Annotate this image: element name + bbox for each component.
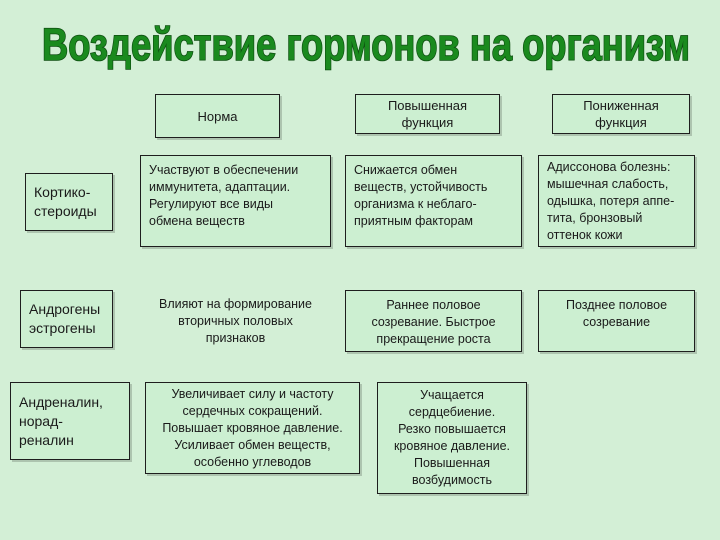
cell-text-line: Норма — [197, 108, 238, 124]
cell-text-line: оттенок кожи — [547, 227, 623, 242]
cell-corticosteroids-norm: Участвуют в обеспечении иммунитета, адапт… — [140, 155, 331, 247]
cell-text-line: Повышенная — [387, 98, 468, 113]
cell-text-line: норад- — [19, 412, 63, 429]
cell-text-line: одышка, потеря аппе- — [547, 193, 675, 208]
cell-text-line: Повышенная — [413, 456, 491, 470]
hormone-androgens-estrogens: Андрогены эстрогены — [20, 290, 113, 348]
header-increased-function: Повышенная функция — [355, 94, 500, 134]
cell-text-line: возбудимость — [412, 473, 492, 487]
cell-text-line: Усиливает обмен веществ, — [174, 437, 331, 452]
page-title-text: Воздействие гормонов на организм — [42, 19, 690, 70]
cell-text-line: сердцебиение. — [408, 405, 496, 419]
cell-text-line: Увеличивает силу и частоту — [171, 386, 334, 401]
hormone-adrenaline-noradrenaline: Андреналин, норад-реналин — [10, 382, 130, 460]
cell-text-line: прекращение роста — [376, 332, 491, 346]
cell-text-line: Позднее половое — [565, 298, 668, 312]
cell-text-line: Пониженная — [583, 98, 659, 113]
cell-text-line: созревание. Быстрое — [371, 315, 496, 329]
cell-text-line: признаков — [205, 331, 266, 345]
cell-text-line: функция — [595, 115, 647, 130]
cell-text-line: Резко повышается — [398, 422, 506, 436]
cell-text-line: организма к неблаго- — [354, 197, 477, 211]
cell-adrenaline-increased: Учащается сердцебиение. Резко повышается кр… — [377, 382, 527, 494]
cell-text-line: Андреналин, — [19, 393, 103, 410]
cell-text-line: Влияют на формирование — [159, 297, 312, 311]
cell-text-line: Снижается обмен — [354, 163, 458, 177]
cell-adrenaline-norm: Увеличивает силу и частоту сердечных сокр… — [145, 382, 360, 474]
cell-text-line: Раннее половое — [386, 298, 481, 312]
cell-text-line: Учащается — [420, 388, 484, 402]
cell-text-line: созревание — [582, 315, 651, 329]
cell-text-line: эстрогены — [29, 320, 96, 336]
cell-text-line: Участвуют в обеспечении — [149, 163, 299, 177]
cell-text-line: Повышает кровяное давление. — [162, 420, 343, 435]
cell-text-line: реналин — [19, 431, 74, 448]
cell-text-line: Кортико- — [34, 184, 91, 200]
cell-text-line: иммунитета, адаптации. — [149, 180, 291, 194]
cell-text-line: стероиды — [34, 203, 97, 219]
cell-androgens-decreased: Позднее половое созревание — [538, 290, 695, 352]
cell-text-line: приятным факторам — [354, 214, 474, 228]
cell-androgens-norm: Влияют на формирование вторичных половых п… — [138, 290, 333, 350]
cell-corticosteroids-increased: Снижается обмен веществ, устойчивость орга… — [345, 155, 522, 247]
cell-text-line: сердечных сокращений. — [182, 403, 323, 418]
cell-text-line: кровяное давление. — [393, 439, 511, 453]
cell-text-line: функция — [401, 115, 454, 130]
cell-text-line: вторичных половых — [178, 314, 293, 328]
page-title: Воздействие гормонов на организм — [0, 8, 720, 72]
cell-text-line: мышечная слабость, — [547, 176, 669, 191]
cell-text-line: обмена веществ — [149, 214, 245, 228]
cell-corticosteroids-decreased: Адиссонова болезнь: мышечная слабость, оды… — [538, 155, 695, 247]
cell-text-line: Адиссонова болезнь: — [547, 159, 671, 174]
cell-text-line: Андрогены — [29, 301, 101, 317]
header-norm: Норма — [155, 94, 280, 138]
cell-androgens-increased: Раннее половое созревание. Быстрое прекращ… — [345, 290, 522, 352]
cell-text-line: Регулируют все виды — [149, 197, 273, 211]
cell-text-line: тита, бронзовый — [547, 210, 643, 225]
hormone-corticosteroids: Кортико-стероиды — [25, 173, 113, 231]
cell-text-line: особенно углеводов — [193, 454, 312, 469]
cell-text-line: веществ, устойчивость — [354, 180, 488, 194]
header-decreased-function: Пониженная функция — [552, 94, 690, 134]
